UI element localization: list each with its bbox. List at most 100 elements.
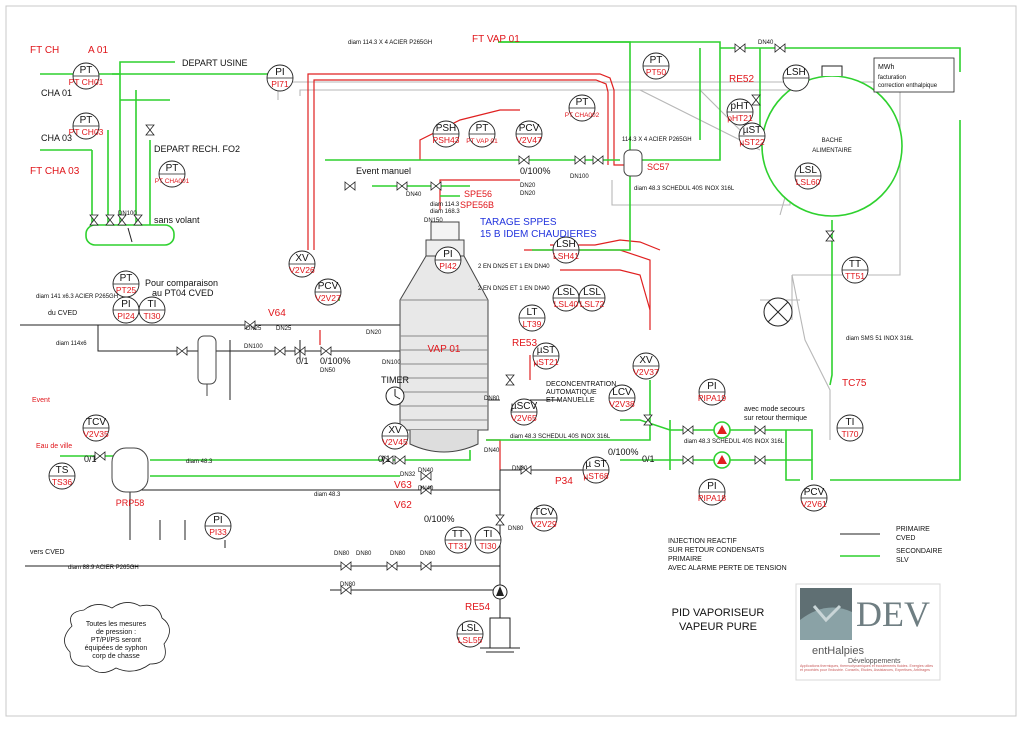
note-line-2: de pression : xyxy=(96,629,136,636)
instrument-tag: V2V47 xyxy=(516,135,542,145)
vaporiser-vap01: VAP 01 xyxy=(399,221,489,453)
note-line-4: équipées de syphon xyxy=(85,645,148,652)
dn20-a: DN20 xyxy=(520,183,536,189)
instrument-tag: PT VAP 01 xyxy=(466,138,498,145)
dn25-b: DN25 xyxy=(276,326,292,332)
instrument-tag: V2V26 xyxy=(289,265,315,275)
pos-100-a: 0/100% xyxy=(320,356,351,366)
ft-cha03-label: FT CHA 03 xyxy=(30,166,80,177)
instrument-tag: PT CH01 xyxy=(69,77,104,87)
instrument-tag: V2V29 xyxy=(531,519,557,529)
instrument-tag: PT25 xyxy=(116,285,137,295)
dn100-a: DN100 xyxy=(118,211,137,217)
sc57-trap: SC57 xyxy=(623,149,670,177)
instrument-tag: TI30 xyxy=(479,541,496,551)
instrument-tag: µST21 xyxy=(533,357,558,367)
labels: FT CH A 01 CHA 01 CHA 03 FT CHA 03 FT VA… xyxy=(30,34,914,613)
instrument-type: PT xyxy=(476,123,489,134)
instrument-type: TI xyxy=(846,417,855,428)
dn40-c: DN40 xyxy=(418,486,434,492)
pipe-spec-1: diam 114.3 X 4 ACIER P265GH xyxy=(348,40,432,46)
eau-de-ville-label: Eau de ville xyxy=(36,443,72,450)
cha03-label: CHA 03 xyxy=(41,133,72,143)
instrument-type: XV xyxy=(295,253,309,264)
legend-primary-label: PRIMAIRE xyxy=(896,526,930,533)
dn100-c: DN100 xyxy=(244,344,263,350)
dn80-d: DN80 xyxy=(420,551,436,557)
ft-vap01-label: FT VAP 01 xyxy=(472,34,520,45)
dn80-b: DN80 xyxy=(356,551,372,557)
instrument-tag: V2V65 xyxy=(511,413,537,423)
dn80-a: DN80 xyxy=(334,551,350,557)
vap01-label: VAP 01 xyxy=(428,344,461,355)
instrument-type: TI xyxy=(484,529,493,540)
pipe-spec-6: diam SMS 51 INOX 316L xyxy=(846,336,914,342)
sc57-label: SC57 xyxy=(647,162,670,172)
spe56b-label: SPE56B xyxy=(460,200,494,210)
secondary-lines xyxy=(40,41,961,481)
valve-symbol xyxy=(774,43,786,53)
instrument-tag: PI33 xyxy=(209,527,227,537)
instrument-type: PT xyxy=(576,97,589,108)
injection-note-2: SUR RETOUR CONDENSATS xyxy=(668,547,765,554)
legend-secondary-label: SECONDAIRE xyxy=(896,548,943,555)
instrument-type: LSL xyxy=(799,165,817,176)
three-way-valve-symbol xyxy=(763,297,793,327)
comparaison-label-2: au PT04 CVED xyxy=(152,288,214,298)
valve-symbol xyxy=(825,230,835,242)
deconcentration-label-3: ET MANUELLE xyxy=(546,397,595,404)
pos-01-b: 0/1 xyxy=(378,454,391,464)
valve-symbol xyxy=(89,214,99,226)
valve-symbol xyxy=(117,214,127,226)
instrument-tag: PT CHA001 xyxy=(155,178,190,185)
instrument-type: TCV xyxy=(86,417,106,428)
pipe-spec-4: diam 141 x6.3 ACIER P265GH xyxy=(36,294,118,300)
prp58-label: PRP58 xyxy=(116,498,145,508)
note-line-5: corp de chasse xyxy=(92,653,140,660)
valve-symbol xyxy=(518,155,530,165)
instrument-type: LSH xyxy=(556,239,575,250)
title-block: PID VAPORISEUR VAPEUR PURE xyxy=(672,607,765,633)
instrument-tag: TI30 xyxy=(143,311,160,321)
instrument-tag: PIPA19 xyxy=(698,393,726,403)
instrument-tag: LSL40 xyxy=(554,299,579,309)
instrument-tag: PSH43 xyxy=(433,135,460,145)
legend-primary-sub: CVED xyxy=(896,535,915,542)
injection-note-3: PRIMAIRE xyxy=(668,556,702,563)
pipe-spec-15: 2 EN DN25 ET 1 EN DN40 xyxy=(478,286,550,292)
instrument-tag: PI42 xyxy=(439,261,457,271)
instrument-type: LCV xyxy=(612,387,632,398)
dn80-e: DN80 xyxy=(340,582,356,588)
instrument-type: µSCV xyxy=(511,401,538,412)
instrument-type: PI xyxy=(443,249,452,260)
instrument-type: µST xyxy=(537,345,556,356)
note-line-1: Toutes les mesures xyxy=(86,621,147,628)
title-line-2: VAPEUR PURE xyxy=(679,621,757,633)
pipe-spec-5: diam 114x6 xyxy=(56,341,87,347)
valve-symbol xyxy=(495,514,505,526)
bache-label-2: ALIMENTAIRE xyxy=(812,148,852,154)
pipe-spec-12: diam 114.3 xyxy=(430,202,460,208)
deconcentration-label-1: DECONCENTRATION xyxy=(546,381,616,388)
instrument-type: PI xyxy=(707,381,716,392)
mwh-sub-1: facturation xyxy=(878,75,906,81)
instrument-tag: PT50 xyxy=(646,67,667,77)
valve-symbol xyxy=(145,124,155,136)
mwh-label: MWh xyxy=(878,64,894,71)
valve-symbol xyxy=(340,561,352,571)
